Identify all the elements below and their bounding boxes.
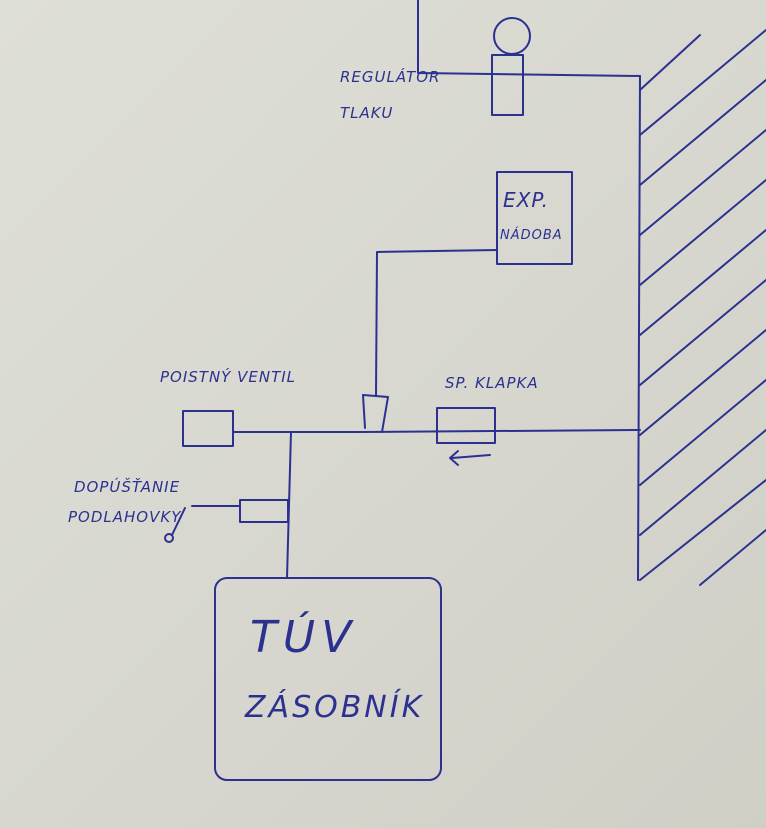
check-valve-box (436, 407, 496, 444)
wall (637, 75, 641, 581)
top-supply-pipe (417, 0, 641, 77)
wall-hatching (639, 29, 766, 586)
fill-label-1: DOPÚŠŤANIE (74, 478, 181, 496)
expansion-pipe (375, 249, 498, 396)
regulator-label-2: TLAKU (340, 104, 394, 122)
check-valve-label: SP. KLAPKA (445, 374, 539, 392)
fill-connector-icon (164, 533, 174, 543)
expansion-label-2: NÁDOBA (500, 228, 563, 243)
regulator-label-1: REGULÁTOR (340, 68, 441, 86)
expansion-vessel (496, 171, 573, 265)
expansion-label-1: EXP. (503, 188, 550, 212)
fill-pipe (171, 505, 241, 536)
safety-valve-box (182, 410, 234, 447)
safety-valve-label: POISTNÝ VENTIL (160, 368, 297, 386)
pressure-regulator-gauge (493, 17, 531, 55)
fill-label-2: PODLAHOVKY (68, 508, 182, 526)
main-pipe (232, 429, 641, 433)
hot-water-tank (214, 577, 442, 781)
tank-label-2: ZÁSOBNÍK (245, 690, 425, 725)
tank-label-1: TÚV (250, 612, 358, 663)
expansion-valve (362, 394, 389, 433)
pressure-regulator-body (491, 54, 524, 116)
fill-valve-box (239, 499, 289, 523)
flow-arrow-icon (449, 450, 491, 466)
